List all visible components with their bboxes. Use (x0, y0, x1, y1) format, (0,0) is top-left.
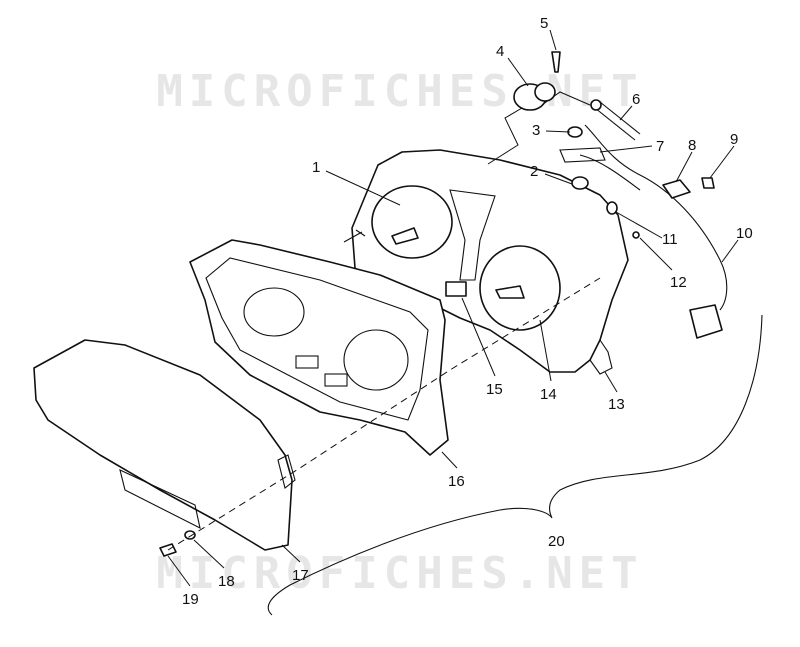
callout-8: 8 (688, 137, 696, 154)
callout-9: 9 (730, 131, 738, 148)
washer-18 (184, 530, 196, 540)
callout-12: 12 (670, 274, 687, 291)
assembly-bracket (267, 314, 763, 616)
lens-tab (119, 469, 201, 530)
indicator-lens (445, 281, 467, 297)
nut-12 (632, 231, 640, 239)
callout-7: 7 (656, 138, 664, 155)
callout-18: 18 (218, 573, 235, 590)
callout-labels: 1 2 3 4 5 6 7 8 9 10 11 12 13 14 15 16 1… (182, 15, 753, 608)
callout-6: 6 (632, 91, 640, 108)
callout-3: 3 (532, 122, 540, 139)
callout-15: 15 (486, 381, 503, 398)
housing-foot (589, 339, 613, 375)
callout-5: 5 (540, 15, 548, 32)
housing-stud (343, 231, 363, 243)
case-window (205, 257, 429, 421)
callout-17: 17 (292, 567, 309, 584)
cable (594, 107, 636, 141)
clamp-8 (662, 179, 691, 199)
callout-19: 19 (182, 591, 199, 608)
bulb-3 (567, 126, 583, 138)
callout-14: 14 (540, 386, 557, 403)
warning-light-strip (449, 189, 496, 281)
callout-2: 2 (530, 163, 538, 180)
callout-4: 4 (496, 43, 504, 60)
wire-bracket (487, 107, 523, 165)
socket-7 (559, 147, 606, 163)
bulb-11 (606, 201, 618, 215)
leader-lines (167, 29, 739, 587)
callout-1: 1 (312, 159, 320, 176)
callout-16: 16 (448, 473, 465, 490)
fastening-line (167, 277, 601, 551)
lens-cover (33, 339, 293, 551)
speedometer-face (371, 185, 453, 259)
bolt-9 (701, 177, 715, 189)
callout-10: 10 (736, 225, 753, 242)
screw (551, 51, 561, 73)
callout-20: 20 (548, 533, 565, 550)
tachometer-needle (495, 285, 525, 299)
callout-13: 13 (608, 396, 625, 413)
speedometer-needle (391, 227, 419, 245)
connector-10 (689, 304, 723, 339)
watermark-top: MICROFICHES.NET (156, 66, 644, 117)
callout-11: 11 (662, 231, 678, 248)
bulb-2 (571, 176, 589, 190)
watermark-bottom: MICROFICHES.NET (156, 548, 644, 599)
